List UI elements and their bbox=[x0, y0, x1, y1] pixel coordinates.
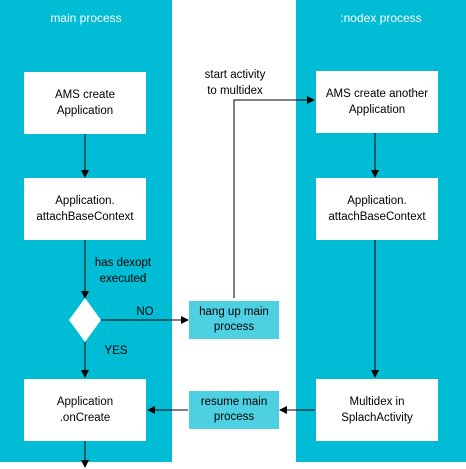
node-hang-up-main-process: hang up main process bbox=[189, 301, 279, 339]
node-resume-main-process: resume main process bbox=[189, 391, 279, 429]
label-start-activity-to-multidex: start activity to multidex bbox=[204, 69, 266, 97]
node-ams-create-application: AMS create Application bbox=[24, 72, 146, 134]
lane-title-nodex-process: :nodex process bbox=[340, 11, 422, 25]
node-multidex-splash-activity: Multidex in SplachActivity bbox=[316, 379, 438, 441]
label-has-dexopt-executed: has dexopt executed bbox=[94, 257, 152, 285]
node-ams-create-another-application: AMS create another Application bbox=[316, 71, 438, 133]
node-attach-base-context-main: Application. attachBaseContext bbox=[24, 178, 146, 240]
node-application-oncreate: Application .onCreate bbox=[24, 379, 146, 441]
node-attach-base-context-nodex: Application. attachBaseContext bbox=[316, 178, 438, 240]
arrow-start-activity bbox=[233, 96, 315, 298]
label-no: NO bbox=[136, 306, 154, 318]
lane-title-main-process: main process bbox=[50, 11, 122, 25]
label-yes: YES bbox=[104, 345, 128, 357]
decision-diamond bbox=[69, 298, 101, 342]
